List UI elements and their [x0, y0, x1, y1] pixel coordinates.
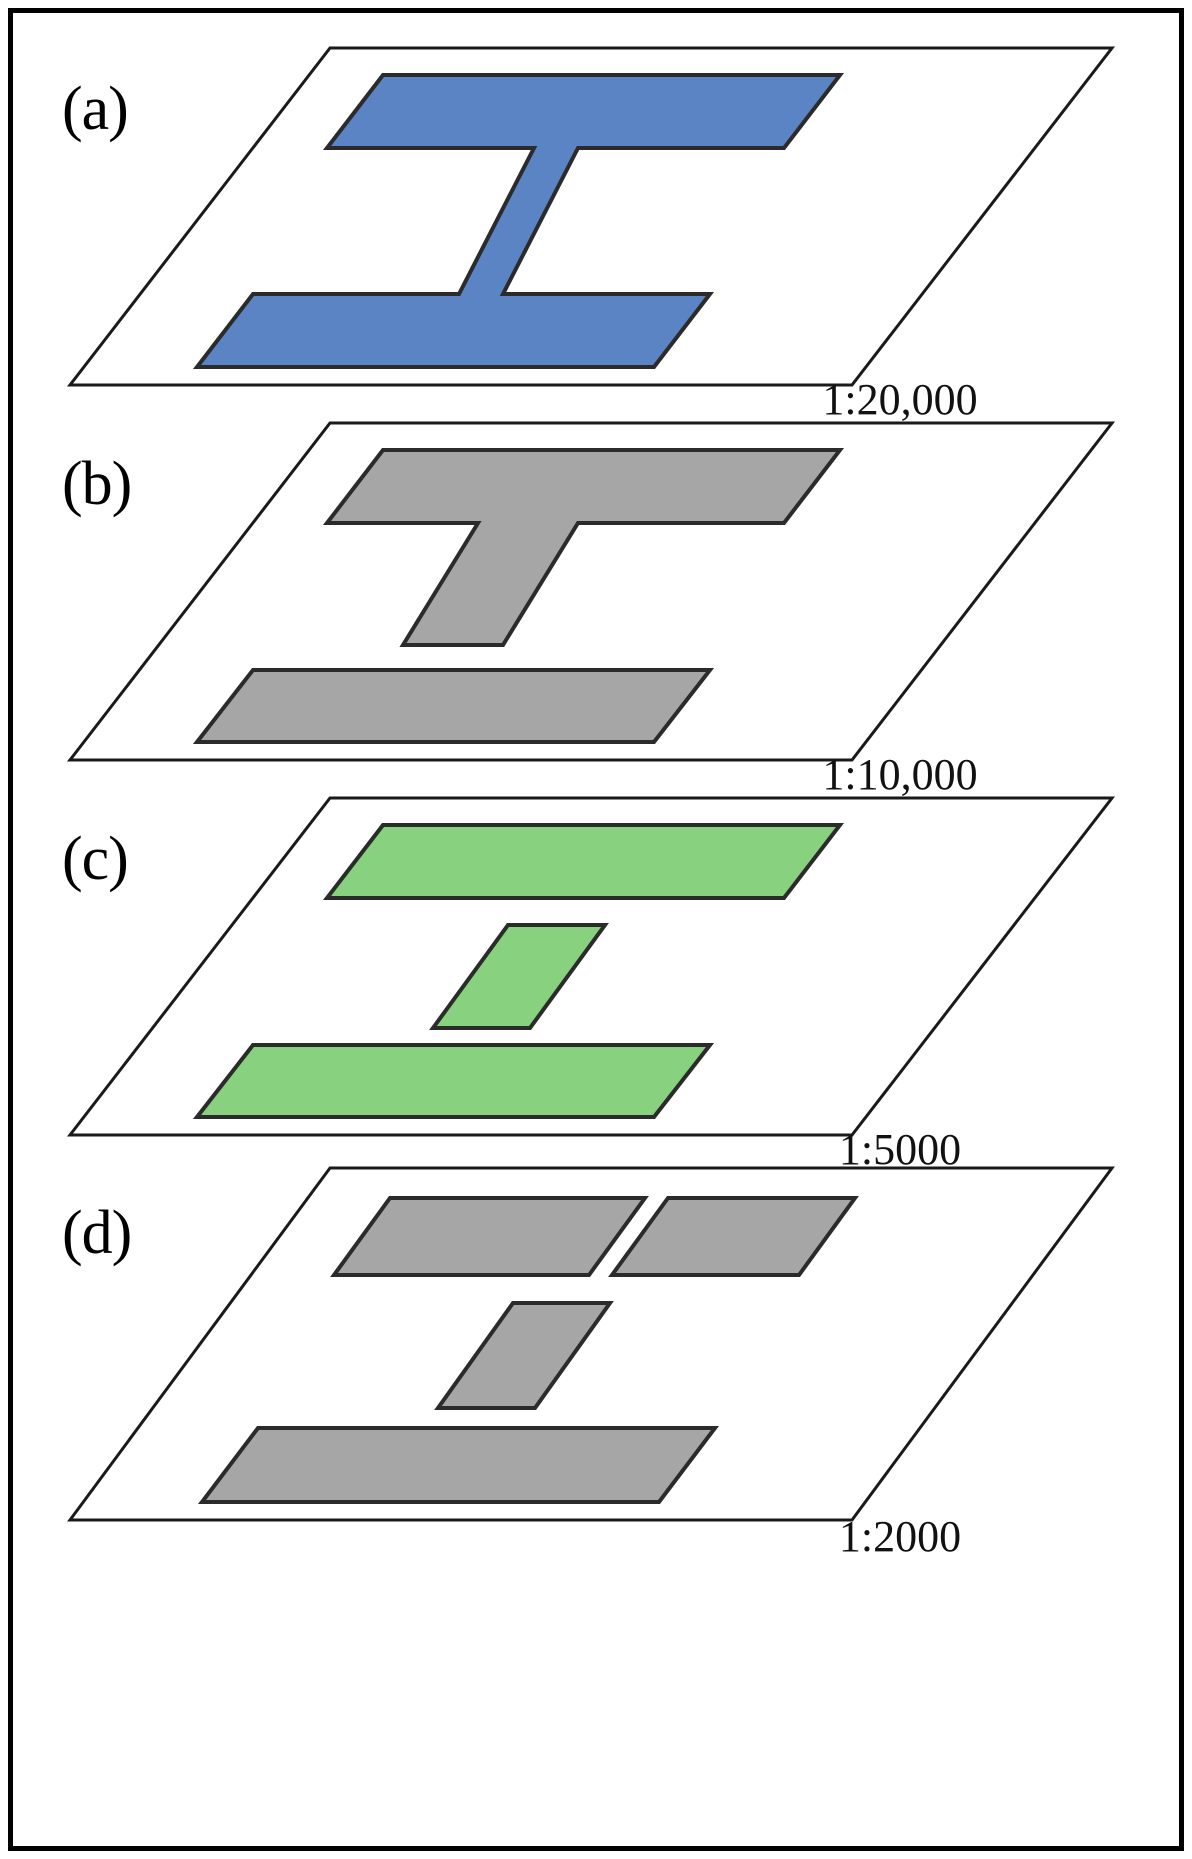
- panel-b-shape-bottom-bar: [192, 668, 715, 744]
- panel-b-letter: (b): [62, 450, 132, 518]
- panel-b-graphic: [66, 421, 1116, 762]
- panel-d-shape-top-bar-left: [330, 1196, 649, 1277]
- panel-d-shape-middle-stem: [434, 1301, 614, 1410]
- panel-c-shape-bottom-bar: [192, 1043, 715, 1119]
- panel-a-letter: (a): [62, 75, 129, 143]
- panel-c-shape-middle-stem: [429, 923, 609, 1030]
- panel-d-shape-bottom-bar: [197, 1426, 720, 1504]
- panel-d-letter: (d): [62, 1199, 132, 1267]
- panel-d: (d) 1:2000: [0, 1150, 1192, 1570]
- panel-d-scale-label: 1:2000: [838, 1512, 962, 1561]
- panel-c: (c) 1:5000: [0, 780, 1192, 1180]
- panel-d-graphic: [67, 1166, 1115, 1522]
- panel-a-scale-label: 1:20,000: [822, 375, 978, 424]
- panel-d-shape-top-bar-right: [608, 1196, 859, 1277]
- panel-c-scale-label: 1:5000: [838, 1125, 962, 1174]
- panel-c-shape-top-bar: [322, 823, 845, 900]
- panel-b-shape-t: [322, 448, 845, 647]
- panel-a-shape-i: [192, 73, 845, 369]
- panel-a: (a) 1:20,000: [0, 30, 1192, 430]
- panel-b: (b) 1:10,000: [0, 405, 1192, 805]
- panel-b-scale-label: 1:10,000: [822, 750, 978, 799]
- panel-c-letter: (c): [62, 825, 129, 893]
- panel-c-graphic: [66, 796, 1116, 1137]
- panel-a-graphic: [66, 46, 1116, 387]
